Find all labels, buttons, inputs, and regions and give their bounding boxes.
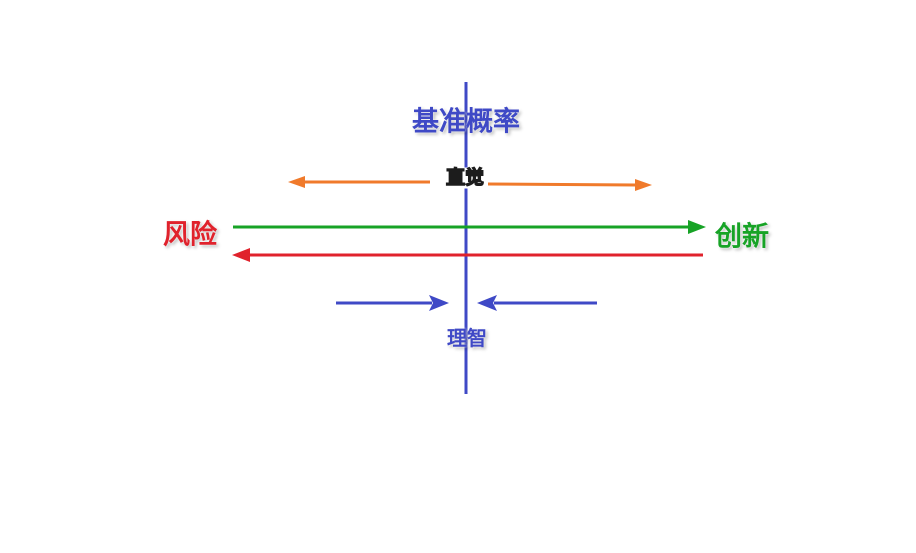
reason-arrow-left-head: [429, 295, 449, 311]
innovation-label: 创新: [715, 221, 769, 253]
intuition-label: 直觉: [443, 166, 487, 189]
risk-label: 风险: [163, 219, 217, 251]
intuition-arrow-right-head: [635, 179, 652, 191]
base-probability-label: 基准概率: [412, 106, 520, 138]
risk-arrow-head: [232, 248, 250, 262]
innovation-arrow-head: [688, 220, 706, 234]
intuition-arrow-right-shaft: [487, 182, 638, 187]
reason-label: 理智: [447, 326, 487, 350]
intuition-arrow-left-head: [288, 176, 305, 188]
reason-arrow-right-head: [477, 295, 497, 311]
